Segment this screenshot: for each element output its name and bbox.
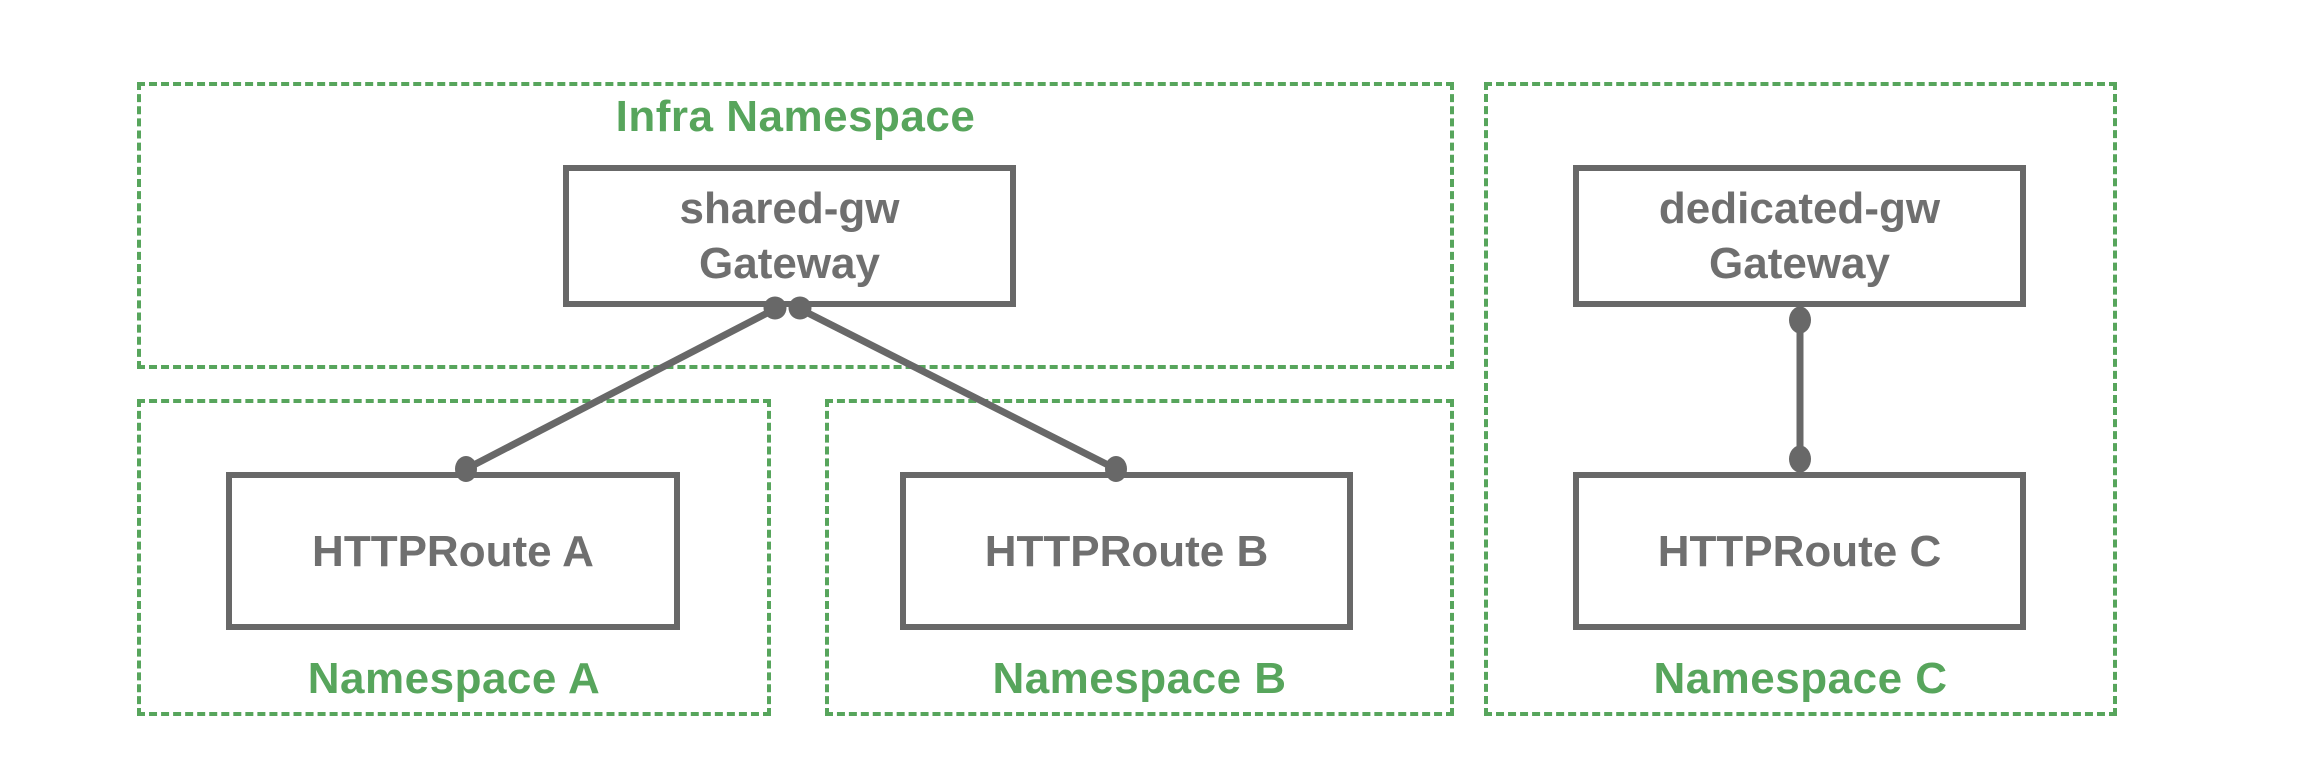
node-dedicated-gw-gateway: dedicated-gw Gateway	[1573, 165, 2026, 307]
node-shared-gw-gateway: shared-gw Gateway	[563, 165, 1016, 307]
node-httproute-b: HTTPRoute B	[900, 472, 1353, 630]
namespace-c-region: Namespace C	[1484, 82, 2117, 716]
namespace-c-label: Namespace C	[1653, 654, 1948, 703]
namespace-infra-region: Infra Namespace	[137, 82, 1454, 369]
node-httproute-b-label: HTTPRoute B	[984, 526, 1269, 576]
namespace-a-region: Namespace A	[137, 399, 771, 716]
node-dedicated-gw-name: dedicated-gw	[1658, 184, 1941, 233]
node-httproute-a-label: HTTPRoute A	[312, 526, 594, 576]
namespace-infra-label: Infra Namespace	[615, 92, 976, 141]
namespace-a-label: Namespace A	[307, 654, 601, 703]
node-httproute-a: HTTPRoute A	[226, 472, 680, 630]
node-httproute-c-label: HTTPRoute C	[1657, 526, 1942, 576]
node-shared-gw-name: shared-gw	[679, 184, 900, 233]
node-dedicated-gw-kind: Gateway	[1709, 239, 1890, 288]
node-shared-gw-kind: Gateway	[699, 239, 880, 288]
namespace-b-region: Namespace B	[825, 399, 1454, 716]
namespace-b-label: Namespace B	[992, 654, 1287, 703]
node-httproute-c: HTTPRoute C	[1573, 472, 2026, 630]
